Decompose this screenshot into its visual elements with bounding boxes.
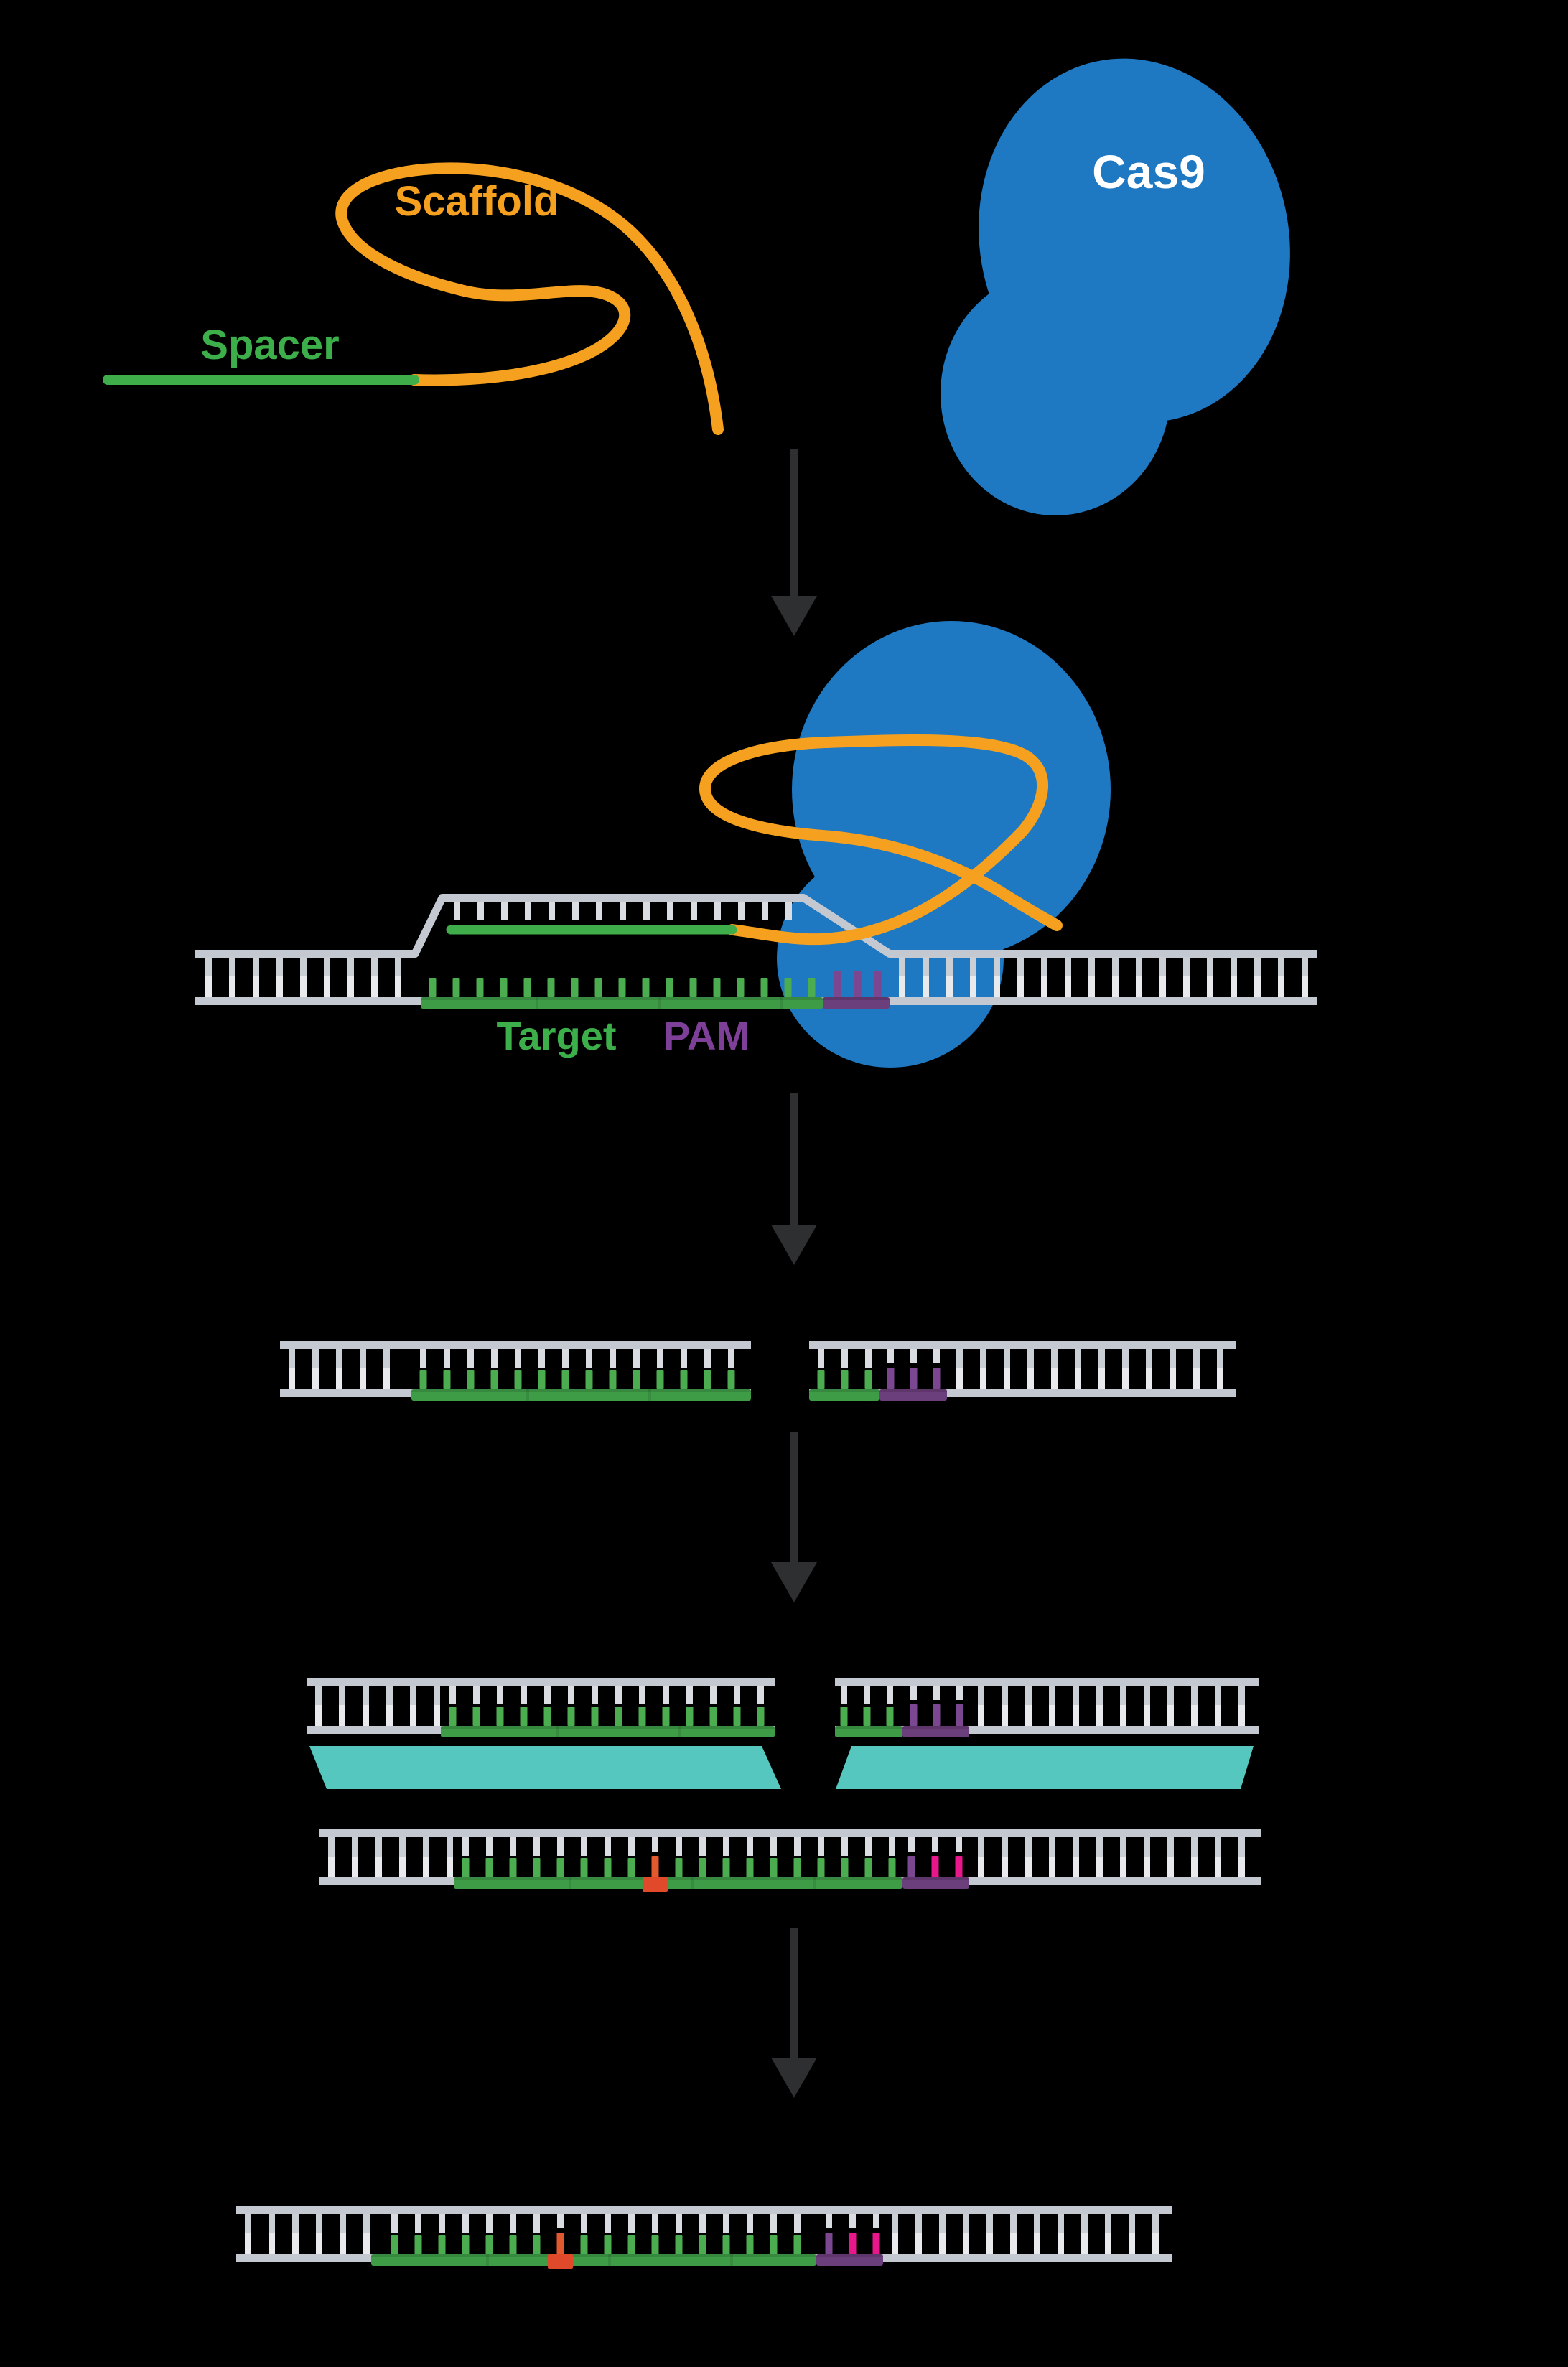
process-arrow-icon xyxy=(771,1928,817,2098)
cut-dna-right-fragment xyxy=(835,1678,1259,1737)
sgrna-in-cas9 xyxy=(446,734,1063,946)
cut-dna-right-fragment xyxy=(809,1341,1236,1401)
target-label: Target xyxy=(497,1013,617,1058)
cut-dna-left-fragment xyxy=(280,1341,751,1401)
scaffold-curve xyxy=(335,162,724,435)
pam-label: PAM xyxy=(663,1013,750,1058)
repair-template-left xyxy=(309,1746,781,1789)
cas9-protein-blob: Cas9 xyxy=(941,58,1290,515)
spacer-label: Spacer xyxy=(200,322,339,368)
process-arrow-icon xyxy=(771,1093,817,1265)
cas9-bound-blob xyxy=(777,621,1111,1068)
cas9-label: Cas9 xyxy=(1092,145,1205,198)
repair-template-right xyxy=(836,1746,1254,1789)
process-arrow-icon xyxy=(771,1432,817,1602)
repaired-dna-with-edit xyxy=(319,1829,1261,1892)
sgrna-molecule: Scaffold Spacer xyxy=(103,162,724,435)
dna-top-strand xyxy=(195,894,1317,958)
genomic-dna-with-rloop xyxy=(195,894,1317,1009)
scaffold-curve-bound xyxy=(699,734,1063,946)
process-arrow-icon xyxy=(771,449,817,636)
scaffold-label: Scaffold xyxy=(395,178,559,225)
edited-dna xyxy=(236,2206,1172,2269)
cut-dna-left-fragment xyxy=(307,1678,775,1737)
